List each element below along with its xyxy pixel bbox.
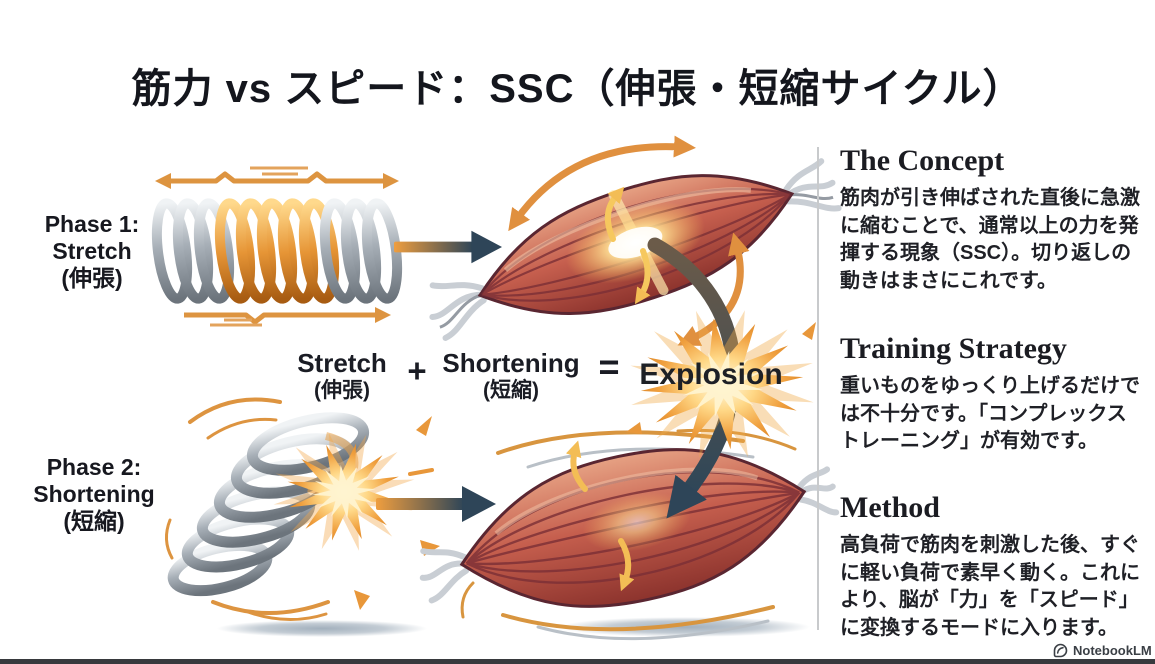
equation-term2-en: Shortening [442,348,580,378]
page-title: 筋力 vs スピード：SSC（伸張・短縮サイクル） [131,67,1024,111]
phase2-label: Phase 2: Shortening (短縮) [10,454,178,535]
compressed-spring-illustration [165,397,440,622]
section-divider [817,147,819,630]
section-body: 重いものをゆっくり上げるだけでは不十分です。「コンプレックストレーニング」が有効… [840,375,1140,452]
sidebar-section-method: Method 高負荷で筋肉を刺激した後、すぐに軽い負荷で素早く動く。これにより、… [840,491,1142,642]
sidebar-section-concept: The Concept 筋肉が引き伸ばされた直後に急激に縮むことで、通常以上の力… [840,144,1142,295]
phase1-line1: Phase 1: [44,211,140,237]
stretch-arrows-icon [155,166,399,327]
bottom-edge-strip [0,659,1155,664]
section-heading: Training Strategy [840,332,1067,365]
equation-term1-en: Stretch [297,348,387,378]
section-heading: The Concept [840,144,1005,177]
phase2-line2: Shortening [33,481,155,507]
watermark-label: NotebookLM [1073,643,1152,658]
equation-plus: + [407,352,427,389]
equation-term1: Stretch (伸張) [288,349,396,404]
equation-term2-jp: (短縮) [483,379,539,402]
equation-term1-jp: (伸張) [314,379,370,402]
spring-coils [151,198,403,304]
flow-arrow-2-icon [376,486,496,522]
muscle-body [419,448,840,608]
muscle-shadow [560,617,810,637]
explosion-burst-icon [607,291,837,477]
phase1-line2: Stretch [52,238,132,264]
equation-equals: = [598,346,620,387]
motion-swoosh-icon [165,397,330,622]
notebooklm-logo-icon [1053,643,1068,658]
spring-shadow [217,620,427,637]
section-body: 高負荷で筋肉を刺激した後、すぐに軽い負荷で素早く動く。これにより、脳が「力」を「… [840,534,1140,639]
muscle-inner-arrows-icon [604,186,651,305]
notebooklm-watermark: NotebookLM [1053,643,1152,658]
phase2-line3: (短縮) [63,508,125,534]
phase2-line1: Phase 2: [46,454,142,480]
equation-term2: Shortening (短縮) [438,349,584,404]
flow-arrow-1-icon [394,230,502,264]
phase1-label: Phase 1: Stretch (伸張) [16,211,168,292]
sidebar-section-training: Training Strategy 重いものをゆっくり上げるだけでは不十分です。… [840,332,1142,456]
section-body: 筋肉が引き伸ばされた直後に急激に縮むことで、通常以上の力を発揮する現象（SSC）… [840,187,1140,292]
equation-result: Explosion [639,358,783,391]
stretched-spring-illustration [151,166,403,327]
section-heading: Method [840,491,940,524]
muscle-inner-arrows-icon [565,440,635,592]
phase1-line3: (伸張) [61,265,123,291]
